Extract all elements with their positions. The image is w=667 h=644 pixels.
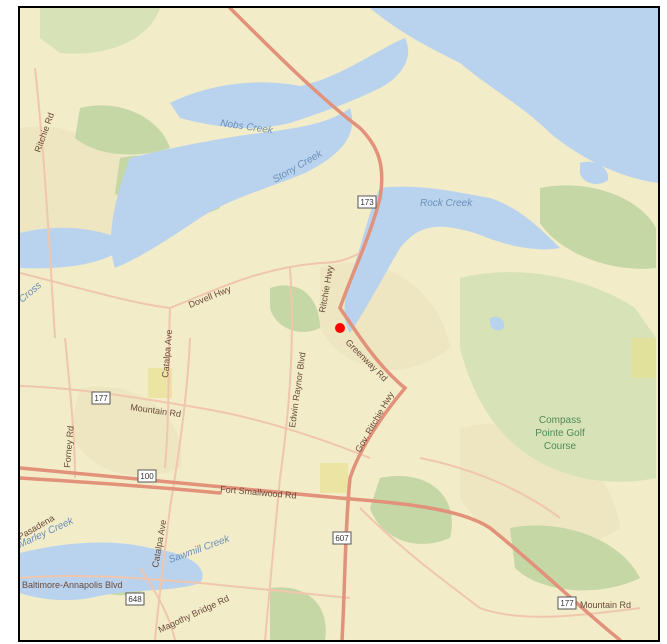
shield-box — [125, 592, 145, 606]
forest-area — [40, 8, 160, 54]
pond — [580, 161, 609, 184]
route-shield-100: 100 — [137, 469, 157, 483]
forest-area — [270, 587, 326, 640]
map-canvas[interactable]: 173 177 100 607 648 177 Nobs Creek Stony… — [20, 8, 658, 640]
minor-road — [164, 307, 171, 469]
ritchie-hwy-road — [228, 8, 384, 310]
minor-road — [139, 567, 176, 640]
route-shield-173: 173 — [357, 195, 377, 209]
minor-road — [20, 574, 351, 599]
minor-road — [419, 457, 561, 519]
park-label-line2: Pointe Golf — [535, 428, 585, 439]
minor-roads — [20, 67, 641, 640]
shield-box — [91, 391, 111, 405]
road-label-catalpa-ave: Catalpa Ave — [160, 329, 174, 378]
shield-box — [557, 596, 577, 610]
forest-area — [75, 105, 170, 155]
forest-area — [270, 285, 320, 332]
minor-road — [169, 252, 361, 309]
minor-road — [154, 337, 191, 640]
crossing-road — [20, 476, 222, 495]
road-label-forney-rd: Forney Rd — [62, 425, 76, 468]
stony-creek-branch — [20, 227, 130, 269]
route-shield-648: 648 — [125, 592, 145, 606]
park-label-line1: Compass — [539, 415, 581, 426]
park-label-line3: Course — [544, 441, 577, 452]
road-label-baltimore-annapolis-blvd: Baltimore-Annapolis Blvd — [22, 580, 123, 590]
minor-road — [20, 272, 171, 309]
shield-label: 648 — [128, 595, 142, 604]
forest-area — [540, 185, 656, 269]
route-shield-177: 177 — [91, 391, 111, 405]
minor-road — [34, 67, 56, 339]
golf-course-area — [460, 272, 656, 482]
rock-creek-water — [344, 186, 560, 333]
water-label-rock-creek: Rock Creek — [420, 198, 473, 209]
ritchie-hwy-road-south — [338, 306, 408, 640]
marley-creek-water — [20, 542, 203, 601]
minor-road — [359, 507, 641, 618]
map-frame[interactable]: 173 177 100 607 648 177 Nobs Creek Stony… — [18, 6, 660, 642]
location-marker[interactable] — [335, 323, 345, 333]
terrain-patch — [70, 386, 182, 476]
minor-road — [64, 337, 76, 479]
water-bodies — [20, 8, 658, 601]
road-label-mountain-rd-southeast: Mountain Rd — [580, 600, 631, 610]
nobs-creek-water — [170, 38, 409, 128]
pond — [489, 316, 505, 331]
stony-creek-water — [110, 108, 353, 268]
route-shield-177-southeast: 177 — [557, 596, 577, 610]
shield-label: 177 — [560, 599, 574, 608]
minor-road — [264, 267, 293, 640]
bay-water — [370, 8, 658, 183]
park-square — [320, 463, 348, 493]
shield-box — [332, 531, 352, 545]
park-square — [632, 338, 656, 378]
shield-label: 100 — [140, 472, 154, 481]
forest-area — [370, 476, 452, 544]
route-shield-607: 607 — [332, 531, 352, 545]
minor-road — [20, 385, 371, 459]
shield-label: 177 — [94, 394, 108, 403]
shield-box — [357, 195, 377, 209]
shield-label: 173 — [360, 198, 374, 207]
shield-box — [137, 469, 157, 483]
shield-label: 607 — [335, 534, 349, 543]
